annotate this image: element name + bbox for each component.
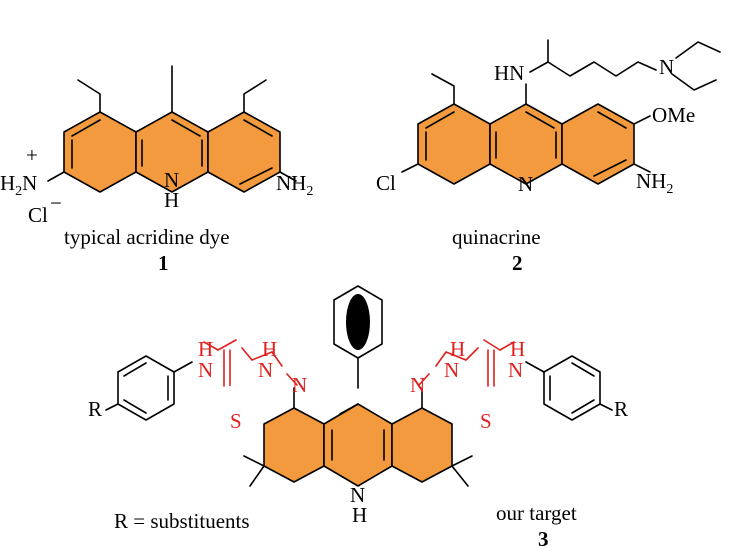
- compound-1-counterion: Cl: [28, 203, 48, 227]
- compound-2-number: 2: [512, 251, 523, 275]
- compound-2-hn-label: HN: [494, 61, 524, 85]
- compound-3-right-imine-n: N: [410, 373, 425, 397]
- compound-1-structure: H2N + N H NH2 Cl −: [0, 65, 313, 227]
- compound-2-ring-left: [417, 103, 491, 185]
- compound-2-caption: quinacrine: [452, 225, 541, 249]
- compound-3-r-right: R: [614, 397, 628, 421]
- compound-1-plus-charge: +: [26, 143, 38, 167]
- compound-3-right-nh-n1: N: [508, 358, 523, 382]
- compound-1-ring-left: [63, 111, 137, 193]
- compound-2-ome-label: OMe: [652, 103, 695, 127]
- compound-3-structure: H N H N N S N H N H N S R R N H: [88, 285, 628, 527]
- compound-3-ring-center: [323, 403, 393, 487]
- compound-2-n-diethyl: N: [659, 55, 674, 79]
- compound-3-right-nh-h1: H: [510, 337, 525, 361]
- compound-3-ring-right: [391, 407, 453, 483]
- compound-3-left-nh-n1: N: [198, 358, 213, 382]
- compound-3-left-nh-h1: H: [198, 337, 213, 361]
- compound-1-nh2-label: NH2: [276, 171, 313, 199]
- compound-2-cl-label: Cl: [376, 171, 396, 195]
- compound-3-phenyl-aromatic: [346, 294, 370, 350]
- compound-3-ring-h: H: [352, 503, 367, 527]
- compound-2-nh2-label: NH2: [636, 169, 673, 197]
- compound-1-number: 1: [158, 251, 169, 275]
- compound-3-left-s: S: [230, 409, 242, 433]
- compound-3-left-nh-h2: H: [262, 337, 277, 361]
- compound-1-ring-n: N: [164, 168, 179, 192]
- compound-1-ring-h: H: [164, 188, 179, 212]
- compound-1-minus-charge: −: [50, 191, 62, 215]
- compound-3-phenyl-left: [117, 355, 175, 421]
- compound-3-left-imine-n: N: [292, 373, 307, 397]
- compound-1-caption: typical acridine dye: [64, 225, 230, 249]
- compound-1-h2n-label: H2N: [0, 171, 37, 199]
- compound-1-ring-right: [207, 111, 281, 193]
- compound-3-ring-left: [263, 407, 325, 483]
- compound-3-target-caption: our target: [496, 501, 577, 525]
- compound-2-ring-n: N: [518, 172, 533, 196]
- compound-3-ring-n: N: [350, 483, 365, 507]
- compound-3-left-nh-n2: N: [258, 358, 273, 382]
- compound-2-ring-right: [561, 103, 635, 185]
- compound-3-right-nh-h2: H: [450, 337, 465, 361]
- compound-3-phenyl-right: [543, 355, 601, 421]
- compound-3-right-nh-n2: N: [444, 358, 459, 382]
- compound-3-substituents-caption: R = substituents: [114, 509, 250, 533]
- compound-3-r-left: R: [88, 397, 102, 421]
- compound-3-number: 3: [538, 527, 549, 548]
- compound-2-structure: HN N OMe Cl N NH2: [376, 39, 721, 197]
- compound-3-right-s: S: [480, 409, 492, 433]
